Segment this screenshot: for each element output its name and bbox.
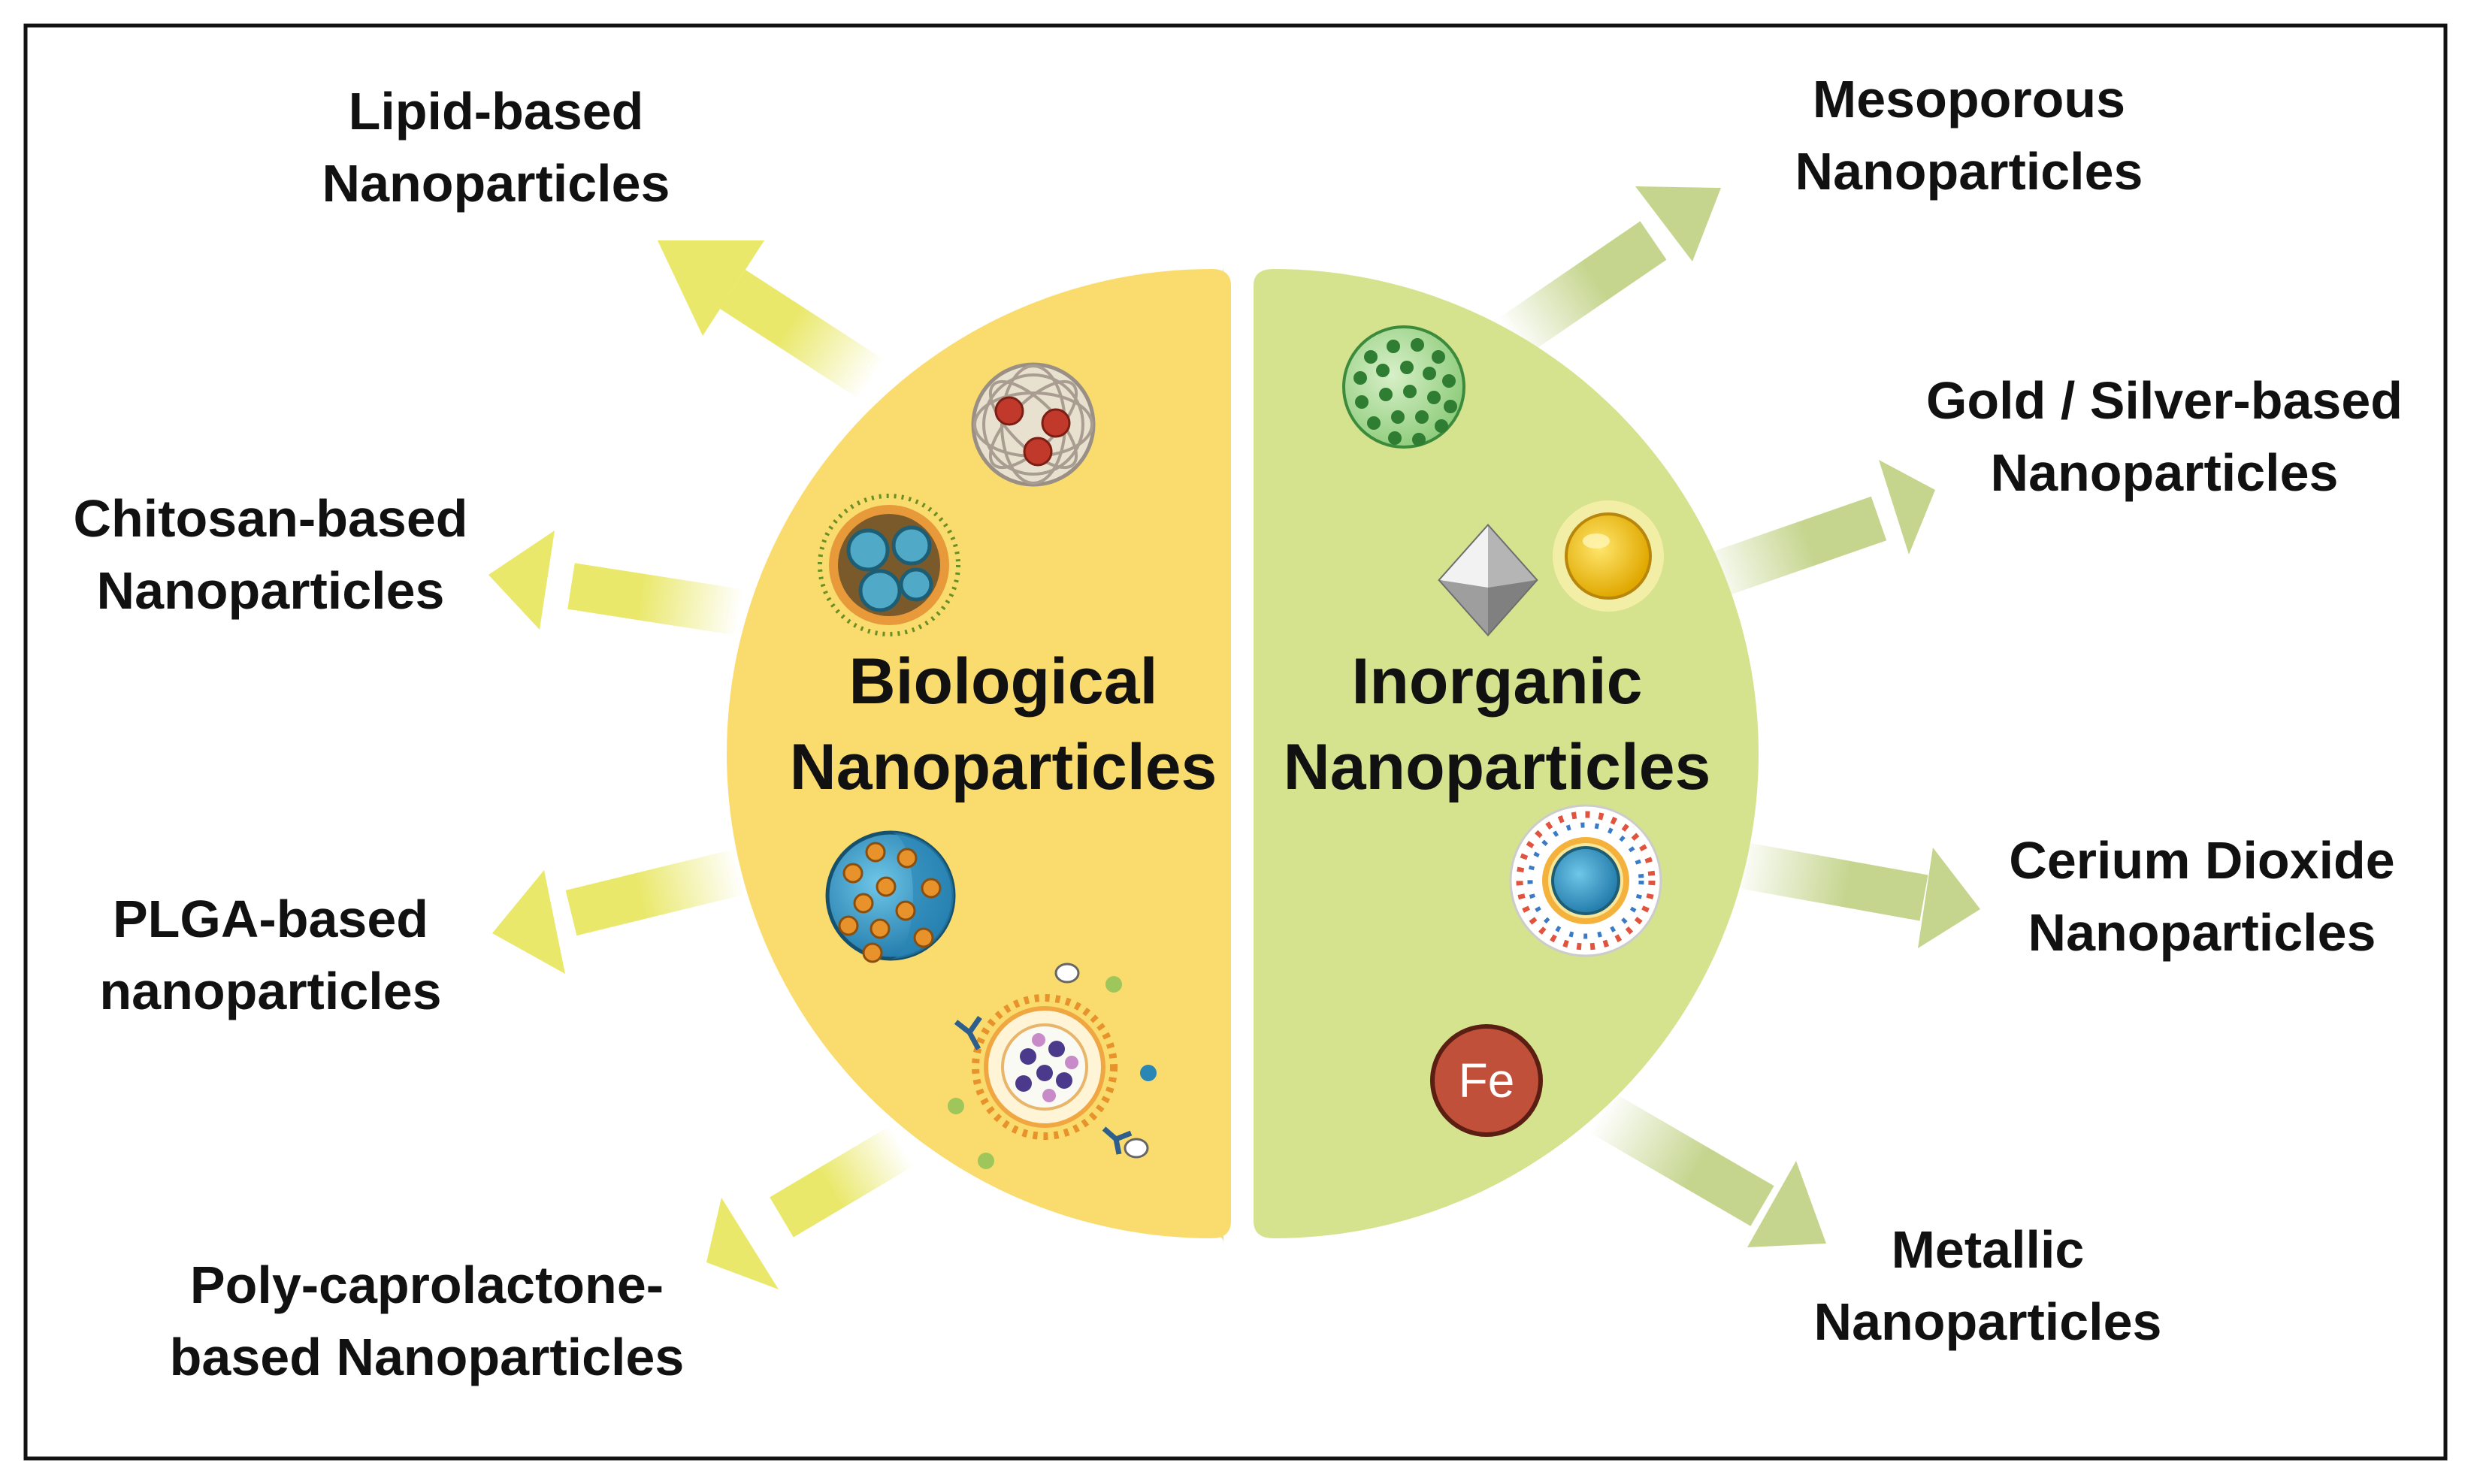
mesoporous-nanoparticle-icon	[1342, 325, 1465, 449]
plga-based-line1: PLGA-based	[112, 890, 429, 948]
plga-based-line2: nanoparticles	[99, 962, 442, 1020]
gold-silver-line1: Gold / Silver-based	[1925, 371, 2403, 430]
metallic-label: Metallic Nanoparticles	[1762, 1213, 2213, 1358]
mesoporous-label: Mesoporous Nanoparticles	[1744, 63, 2194, 207]
polycaprolactone-based-line2: based Nanoparticles	[169, 1328, 685, 1386]
frame-border	[23, 23, 2448, 1461]
cerium-dioxide-line2: Nanoparticles	[2028, 903, 2376, 962]
biological-title-line1: Biological	[848, 645, 1158, 718]
iron-element-icon	[1430, 1024, 1543, 1137]
metallic-line2: Nanoparticles	[1813, 1292, 2162, 1351]
inorganic-title-line1: Inorganic	[1351, 645, 1643, 718]
chitosan-based-label: Chitosan-based Nanoparticles	[45, 482, 496, 627]
inorganic-title-line2: Nanoparticles	[1283, 731, 1711, 803]
metallic-line1: Metallic	[1891, 1220, 2085, 1279]
arrow-lipid	[658, 240, 885, 400]
mesoporous-line2: Nanoparticles	[1795, 142, 2143, 201]
gold-silver-line2: Nanoparticles	[1990, 443, 2339, 502]
chitosan-based-line1: Chitosan-based	[73, 489, 468, 548]
chitosan-based-line2: Nanoparticles	[96, 561, 445, 620]
chitosan-nanoparticle-icon	[818, 494, 960, 636]
silver-octahedron-icon	[1438, 523, 1538, 637]
arrow-cerium	[1732, 841, 1980, 948]
arrow-gold-silver	[1698, 460, 1935, 601]
lipid-based-label: Lipid-based Nanoparticles	[271, 75, 721, 219]
cerium-dioxide-label: Cerium Dioxide Nanoparticles	[1901, 824, 2471, 969]
arrow-polycaprolactone	[706, 1126, 914, 1289]
arrow-mesoporous	[1497, 186, 1721, 358]
iron-symbol-label: Fe	[1458, 1053, 1515, 1108]
plga-based-label: PLGA-based nanoparticles	[45, 883, 496, 1027]
lipid-based-line1: Lipid-based	[348, 82, 644, 141]
lipid-based-line2: Nanoparticles	[322, 154, 670, 213]
biological-title: Biological Nanoparticles	[770, 639, 1236, 810]
gold-nanoparticle-icon	[1553, 500, 1664, 612]
plga-nanoparticle-icon	[825, 830, 956, 963]
inorganic-title: Inorganic Nanoparticles	[1264, 639, 1730, 810]
arrow-chitosan	[488, 530, 744, 636]
cerium-dioxide-nanoparticle-icon	[1509, 804, 1662, 957]
mesoporous-line1: Mesoporous	[1812, 70, 2126, 128]
gold-silver-label: Gold / Silver-based Nanoparticles	[1864, 364, 2465, 509]
biological-title-line2: Nanoparticles	[789, 731, 1217, 803]
cerium-dioxide-line1: Cerium Dioxide	[2009, 831, 2395, 890]
polycaprolactone-based-label: Poly-caprolactone- based Nanoparticles	[126, 1249, 727, 1393]
lipid-nanoparticle-icon	[971, 362, 1096, 487]
arrow-metallic	[1589, 1092, 1826, 1247]
biological-half-fill	[727, 269, 1231, 1238]
polycaprolactone-nanoparticle-icon	[948, 963, 1157, 1169]
polycaprolactone-based-line1: Poly-caprolactone-	[189, 1256, 664, 1314]
arrow-plga	[492, 848, 746, 974]
